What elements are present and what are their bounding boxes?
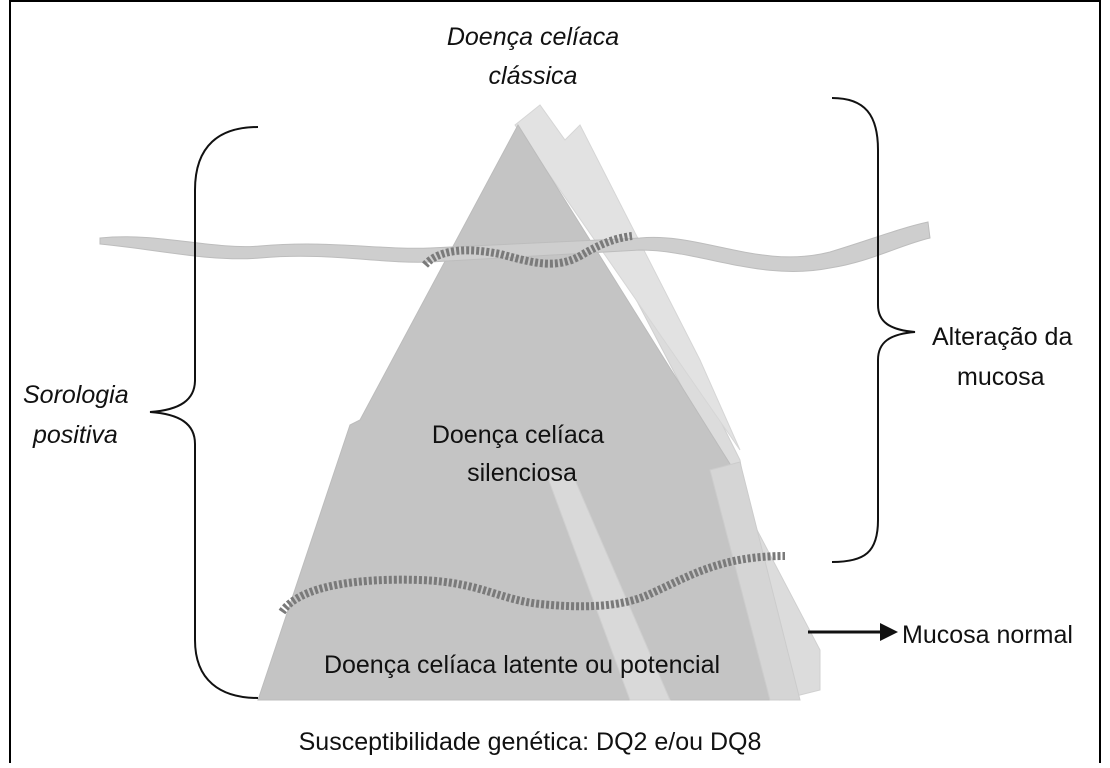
footer-label: Susceptibilidade genética: DQ2 e/ou DQ8	[299, 728, 762, 756]
top-label-line1: Doença celíaca	[447, 23, 619, 51]
pyramid-right-edge	[709, 461, 801, 701]
mucosa-normal-label: Mucosa normal	[902, 621, 1073, 649]
upper-mucosa-squiggle	[422, 232, 633, 268]
right-label-line1: Alteração da	[932, 323, 1072, 351]
water-surface-band	[99, 221, 931, 273]
left-label-line2: positiva	[32, 421, 118, 449]
middle-label-line1: Doença celíaca	[432, 421, 604, 449]
right-brace	[831, 97, 916, 563]
left-label-line1: Sorologia	[23, 381, 129, 409]
bottom-label: Doença celíaca latente ou potencial	[324, 651, 720, 679]
pyramid-crack	[544, 469, 671, 701]
pyramid-top-ridge	[514, 104, 741, 451]
top-label-line2: clássica	[489, 62, 578, 90]
middle-label-line2: silenciosa	[467, 459, 577, 487]
left-brace	[149, 126, 259, 699]
lower-mucosa-squiggle	[278, 552, 786, 615]
mucosa-normal-arrow-head	[880, 623, 898, 641]
right-label-line2: mucosa	[957, 363, 1045, 391]
